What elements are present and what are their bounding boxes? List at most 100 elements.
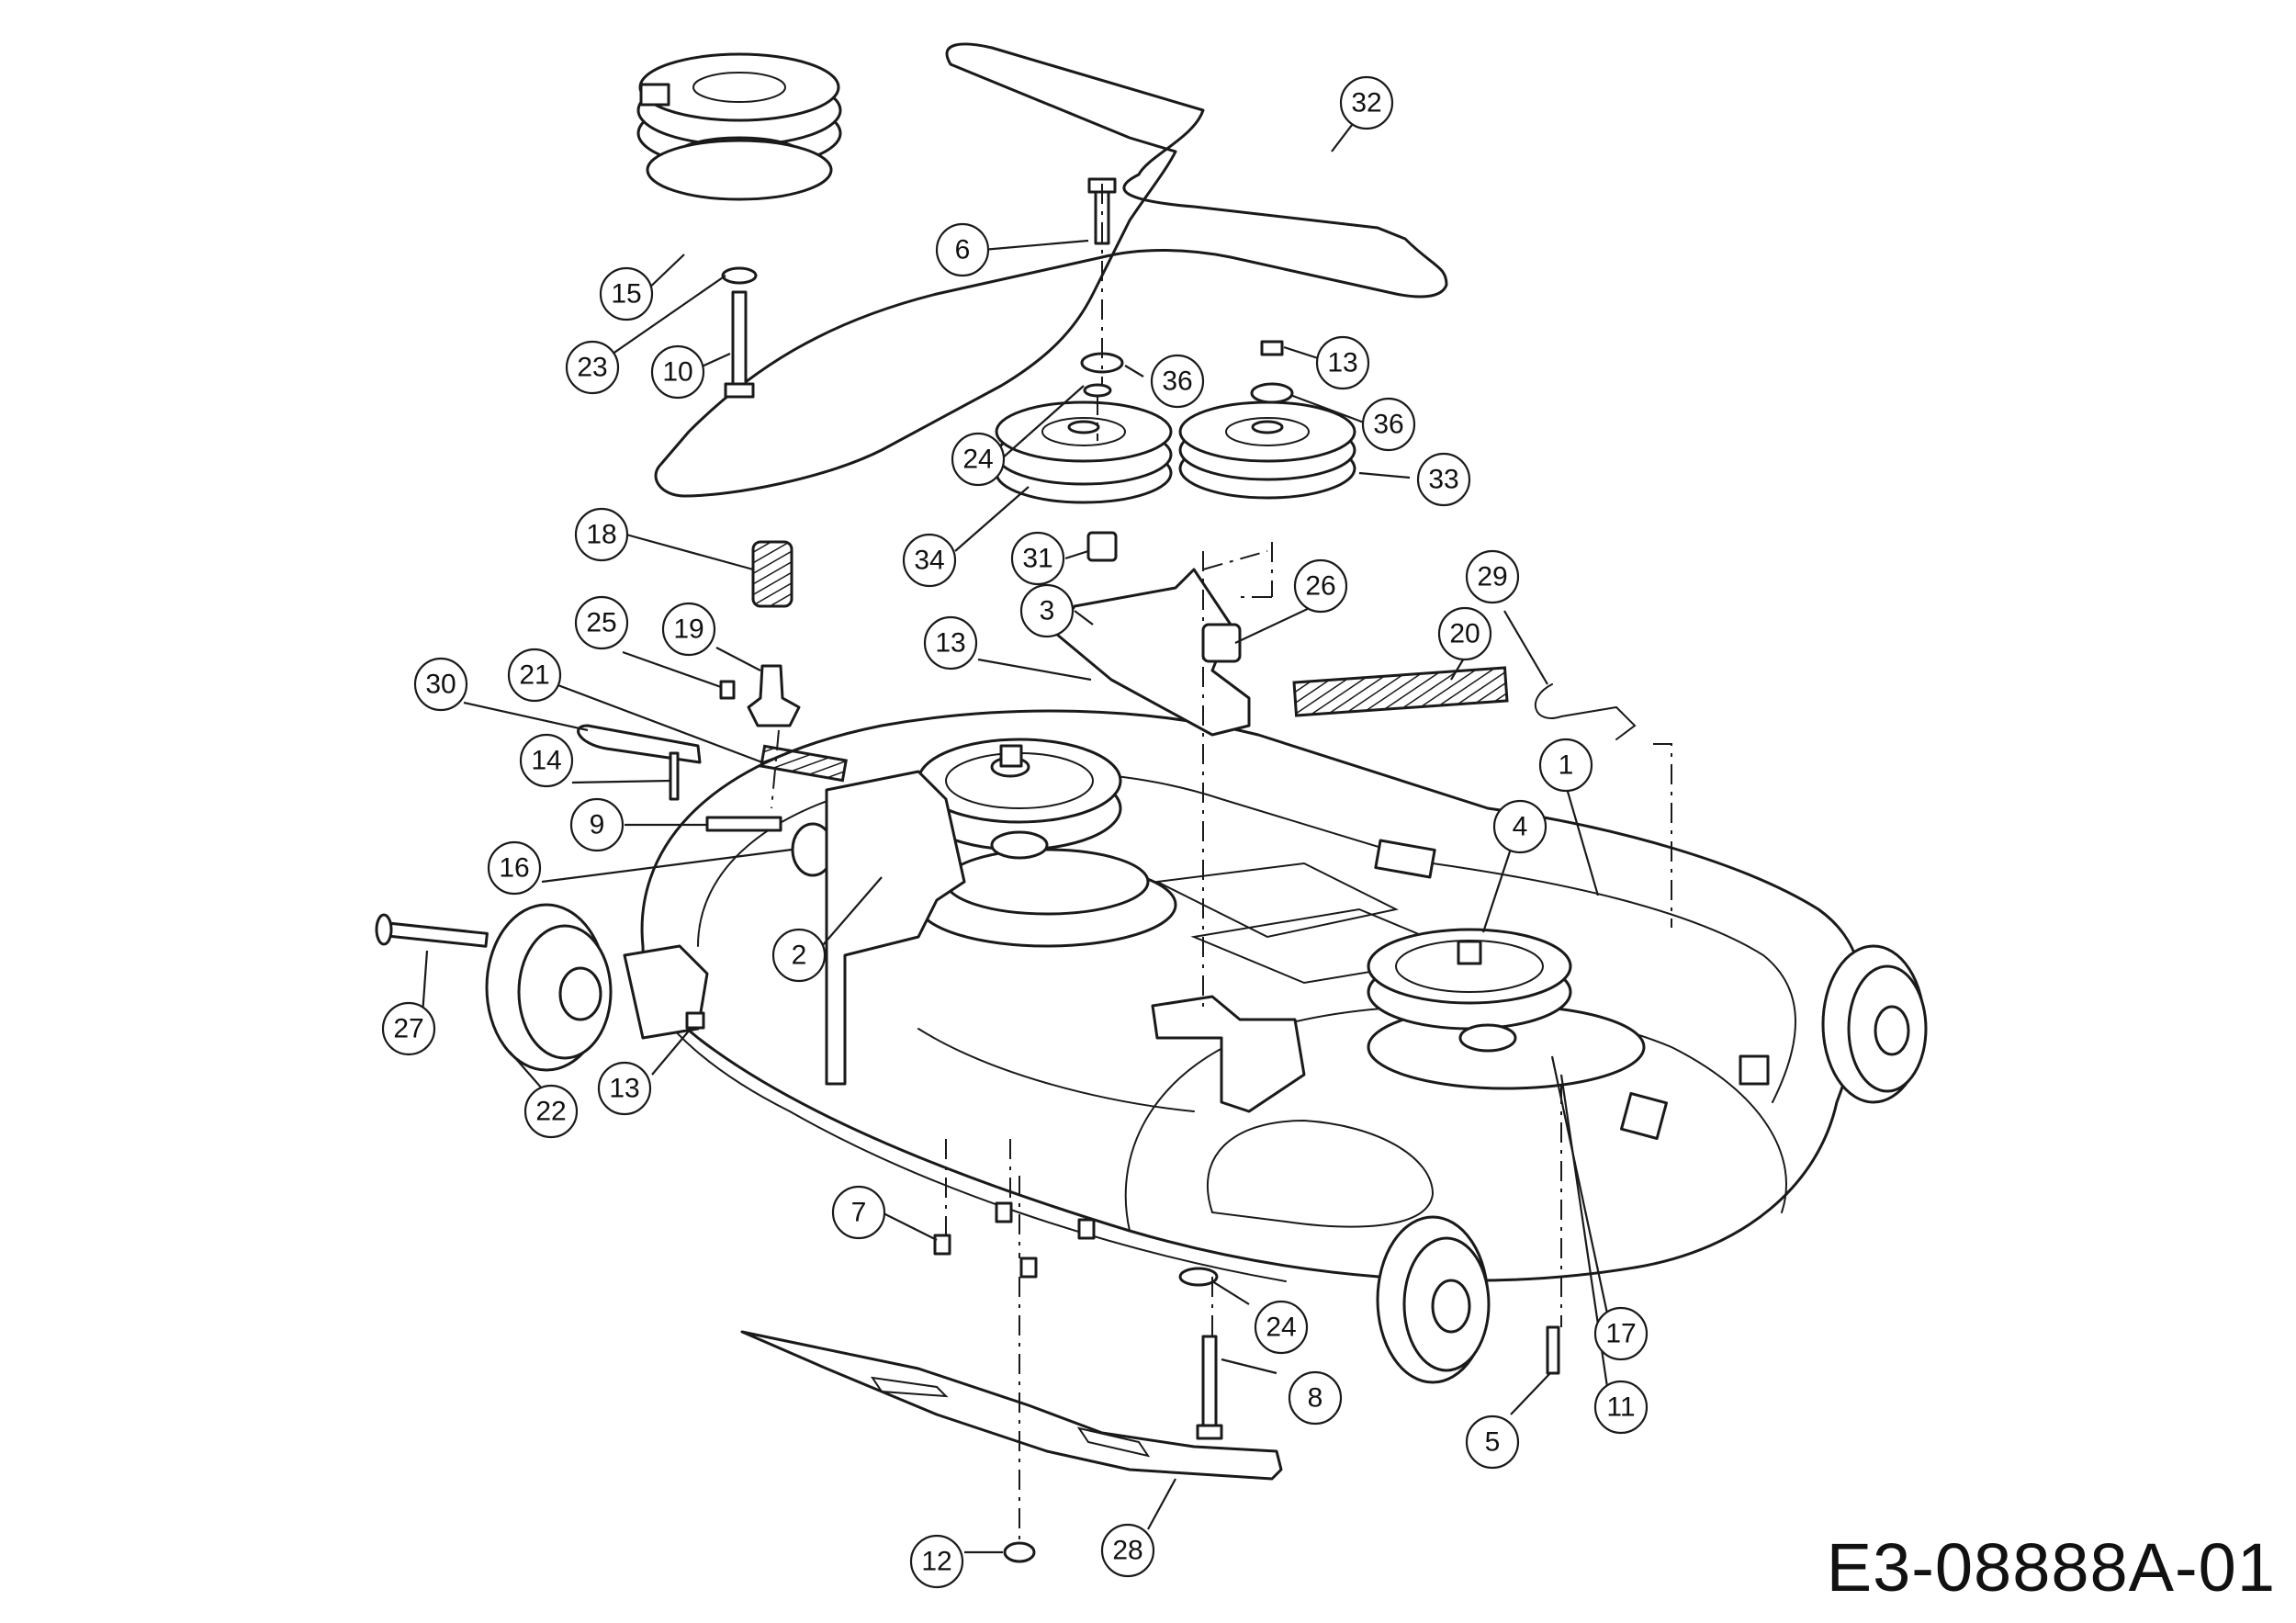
svg-text:28: 28 bbox=[1112, 1536, 1142, 1566]
svg-text:22: 22 bbox=[535, 1097, 566, 1127]
left-spindle-assembly bbox=[917, 738, 1177, 948]
svg-text:32: 32 bbox=[1351, 88, 1381, 118]
fitting-bolt bbox=[719, 680, 736, 700]
svg-text:29: 29 bbox=[1477, 562, 1507, 592]
pulley-bearing-right bbox=[1250, 382, 1294, 404]
svg-text:12: 12 bbox=[921, 1547, 951, 1577]
svg-text:14: 14 bbox=[531, 746, 561, 776]
idler-spacer bbox=[1086, 531, 1118, 562]
callout-10: 10 bbox=[650, 344, 705, 400]
callout-27: 27 bbox=[381, 1001, 436, 1056]
svg-text:23: 23 bbox=[577, 353, 607, 383]
callout-20: 20 bbox=[1437, 606, 1492, 661]
callout-1: 1 bbox=[1538, 738, 1593, 793]
callout-11: 11 bbox=[1593, 1380, 1649, 1435]
callout-36-right: 36 bbox=[1361, 397, 1416, 452]
svg-text:19: 19 bbox=[673, 614, 703, 645]
adjustment-fitting bbox=[747, 664, 801, 727]
svg-text:8: 8 bbox=[1308, 1383, 1323, 1414]
svg-text:26: 26 bbox=[1305, 571, 1335, 602]
callout-8: 8 bbox=[1288, 1370, 1343, 1426]
gauge-wheel-right-front bbox=[1376, 1215, 1491, 1384]
callout-22: 22 bbox=[523, 1084, 579, 1139]
callout-13-upper: 13 bbox=[1315, 335, 1370, 390]
deck-screw bbox=[933, 1234, 951, 1256]
svg-text:34: 34 bbox=[914, 546, 944, 576]
svg-text:6: 6 bbox=[955, 235, 971, 265]
svg-text:5: 5 bbox=[1485, 1427, 1501, 1458]
svg-text:9: 9 bbox=[590, 810, 605, 840]
callout-33: 33 bbox=[1416, 452, 1471, 507]
wheel-axle-bolt bbox=[375, 913, 489, 948]
callout-34: 34 bbox=[902, 533, 957, 588]
callout-23: 23 bbox=[565, 340, 620, 395]
idler-arm-pivot bbox=[1201, 623, 1242, 663]
blade-nut bbox=[1003, 1541, 1036, 1563]
callout-24-lower: 24 bbox=[1254, 1300, 1309, 1355]
callout-16: 16 bbox=[487, 840, 542, 896]
callout-17: 17 bbox=[1593, 1306, 1649, 1361]
bumper-spring bbox=[751, 540, 793, 608]
gauge-wheel-left bbox=[485, 903, 613, 1072]
callout-4: 4 bbox=[1492, 799, 1548, 854]
svg-text:15: 15 bbox=[611, 279, 641, 310]
callout-14: 14 bbox=[519, 733, 574, 788]
svg-text:21: 21 bbox=[519, 660, 549, 691]
callout-30: 30 bbox=[413, 657, 468, 712]
callout-13-mid: 13 bbox=[923, 615, 978, 671]
front-hanger-bracket bbox=[1151, 995, 1306, 1113]
svg-text:36: 36 bbox=[1162, 366, 1192, 397]
assembly-centerlines bbox=[771, 184, 1672, 1543]
gauge-wheel-right-rear bbox=[1821, 944, 1928, 1104]
svg-text:20: 20 bbox=[1449, 619, 1480, 649]
svg-text:17: 17 bbox=[1605, 1319, 1636, 1349]
callout-2: 2 bbox=[771, 928, 827, 983]
callout-25: 25 bbox=[574, 595, 629, 650]
callout-12: 12 bbox=[909, 1534, 964, 1589]
svg-text:1: 1 bbox=[1559, 750, 1574, 781]
callout-32: 32 bbox=[1339, 75, 1394, 130]
deck-screw bbox=[1077, 1218, 1096, 1240]
svg-text:2: 2 bbox=[792, 941, 807, 971]
callout-leaders bbox=[421, 105, 1609, 1554]
idler-arm-bracket bbox=[1054, 568, 1251, 737]
deck-hanger-bracket bbox=[825, 770, 966, 1086]
callout-28: 28 bbox=[1100, 1523, 1155, 1578]
svg-text:30: 30 bbox=[425, 670, 456, 700]
callout-18: 18 bbox=[574, 507, 629, 562]
svg-text:24: 24 bbox=[962, 445, 993, 475]
spring-hook-rod bbox=[1534, 683, 1637, 740]
handle-spring bbox=[760, 744, 848, 783]
svg-text:13: 13 bbox=[1327, 348, 1357, 378]
callout-13-lower: 13 bbox=[597, 1061, 652, 1116]
idler-pulley-flat bbox=[995, 400, 1173, 504]
svg-text:7: 7 bbox=[851, 1198, 867, 1228]
svg-text:18: 18 bbox=[586, 520, 616, 550]
svg-text:27: 27 bbox=[393, 1014, 423, 1044]
drive-belt bbox=[654, 42, 1448, 498]
spindle-washer bbox=[1178, 1267, 1219, 1287]
deck-screw bbox=[995, 1201, 1013, 1223]
callout-15: 15 bbox=[599, 266, 654, 321]
clutch-bolt bbox=[724, 290, 755, 399]
tension-spring bbox=[1292, 666, 1509, 717]
clutch-washer bbox=[721, 266, 758, 285]
deck-pulley-right bbox=[1367, 928, 1646, 1090]
callout-21: 21 bbox=[507, 648, 562, 703]
callout-36-upper: 36 bbox=[1150, 354, 1205, 409]
electric-pto-clutch bbox=[636, 52, 842, 201]
mower-blade bbox=[740, 1330, 1283, 1481]
wheel-nut bbox=[685, 1011, 705, 1030]
callout-24-upper: 24 bbox=[951, 432, 1006, 487]
callout-29: 29 bbox=[1465, 549, 1520, 604]
idler-pulley-v bbox=[1178, 400, 1356, 500]
drawing-code: E3-08888A-01 bbox=[1826, 1529, 2276, 1606]
svg-text:4: 4 bbox=[1513, 812, 1528, 842]
callout-9: 9 bbox=[569, 797, 625, 852]
wheel-bolt-right bbox=[1546, 1325, 1560, 1375]
svg-text:36: 36 bbox=[1373, 410, 1403, 440]
callout-26: 26 bbox=[1293, 558, 1348, 614]
callout-31: 31 bbox=[1010, 531, 1065, 586]
deck-screw bbox=[1019, 1257, 1038, 1279]
